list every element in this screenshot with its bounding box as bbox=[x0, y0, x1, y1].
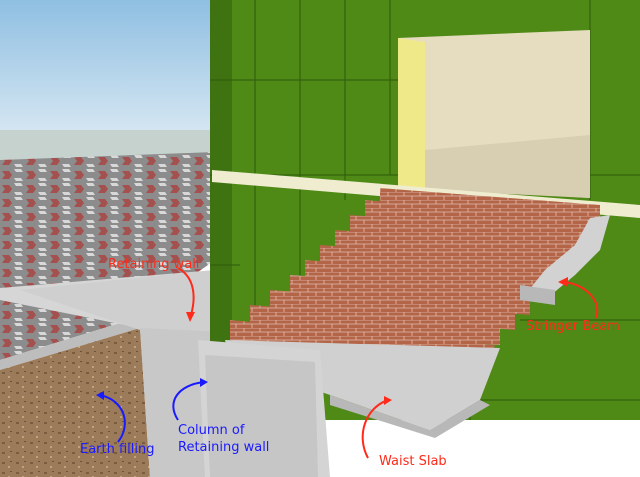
paving-edge bbox=[0, 320, 140, 370]
stringer-beam-arrow bbox=[564, 281, 599, 319]
waist-slab-label: Waist Slab bbox=[379, 454, 447, 469]
waist-slab-arrow bbox=[361, 399, 389, 459]
door-side bbox=[398, 38, 425, 190]
earth-filling bbox=[0, 328, 150, 477]
earth-filling-arrow bbox=[99, 394, 126, 443]
stringer-beam bbox=[525, 215, 610, 300]
retaining-wall-slab bbox=[20, 270, 225, 335]
retaining-wall-label: Retaining wall bbox=[108, 257, 200, 272]
column-arrow bbox=[172, 381, 205, 421]
stringer-beam-label: Stringer Beam bbox=[526, 319, 620, 334]
column-label-line2: Retaining wall bbox=[178, 440, 270, 455]
earth-filling-label: Earth filling bbox=[80, 442, 155, 457]
door-floor bbox=[425, 135, 590, 198]
column-label-line1: Column of bbox=[178, 423, 245, 438]
green-wall-shade bbox=[210, 0, 232, 420]
